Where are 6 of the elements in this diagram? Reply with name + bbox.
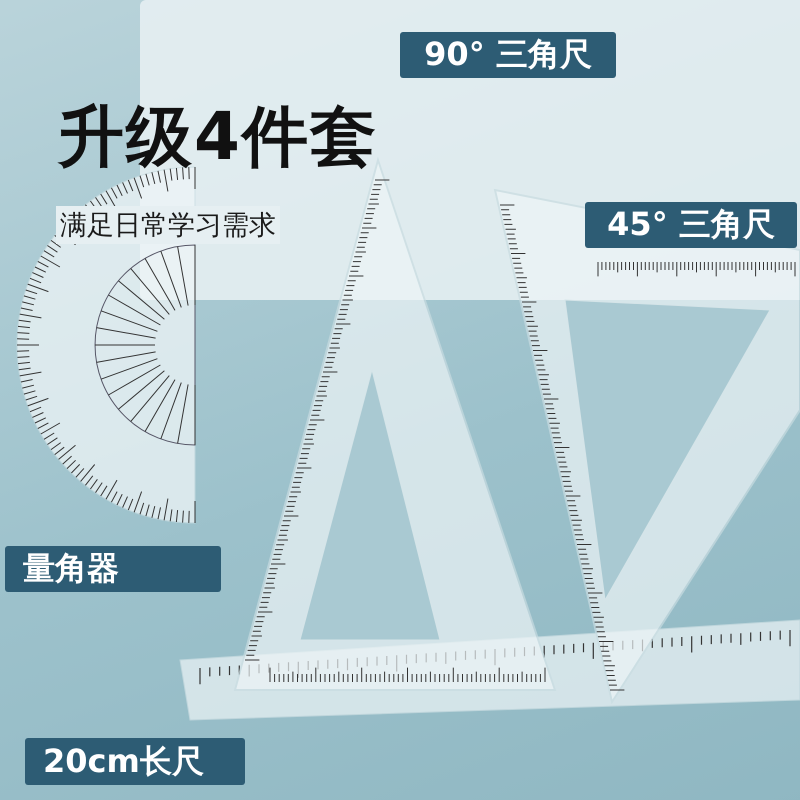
- label-badge: 90° 三角尺: [400, 32, 616, 78]
- label-badge: 20cm长尺: [25, 738, 245, 785]
- label-badge: 45° 三角尺: [585, 202, 797, 248]
- title: 升级4件套: [58, 97, 378, 177]
- subtitle: 满足日常学习需求: [56, 206, 280, 244]
- label-badge: 量角器: [5, 546, 221, 592]
